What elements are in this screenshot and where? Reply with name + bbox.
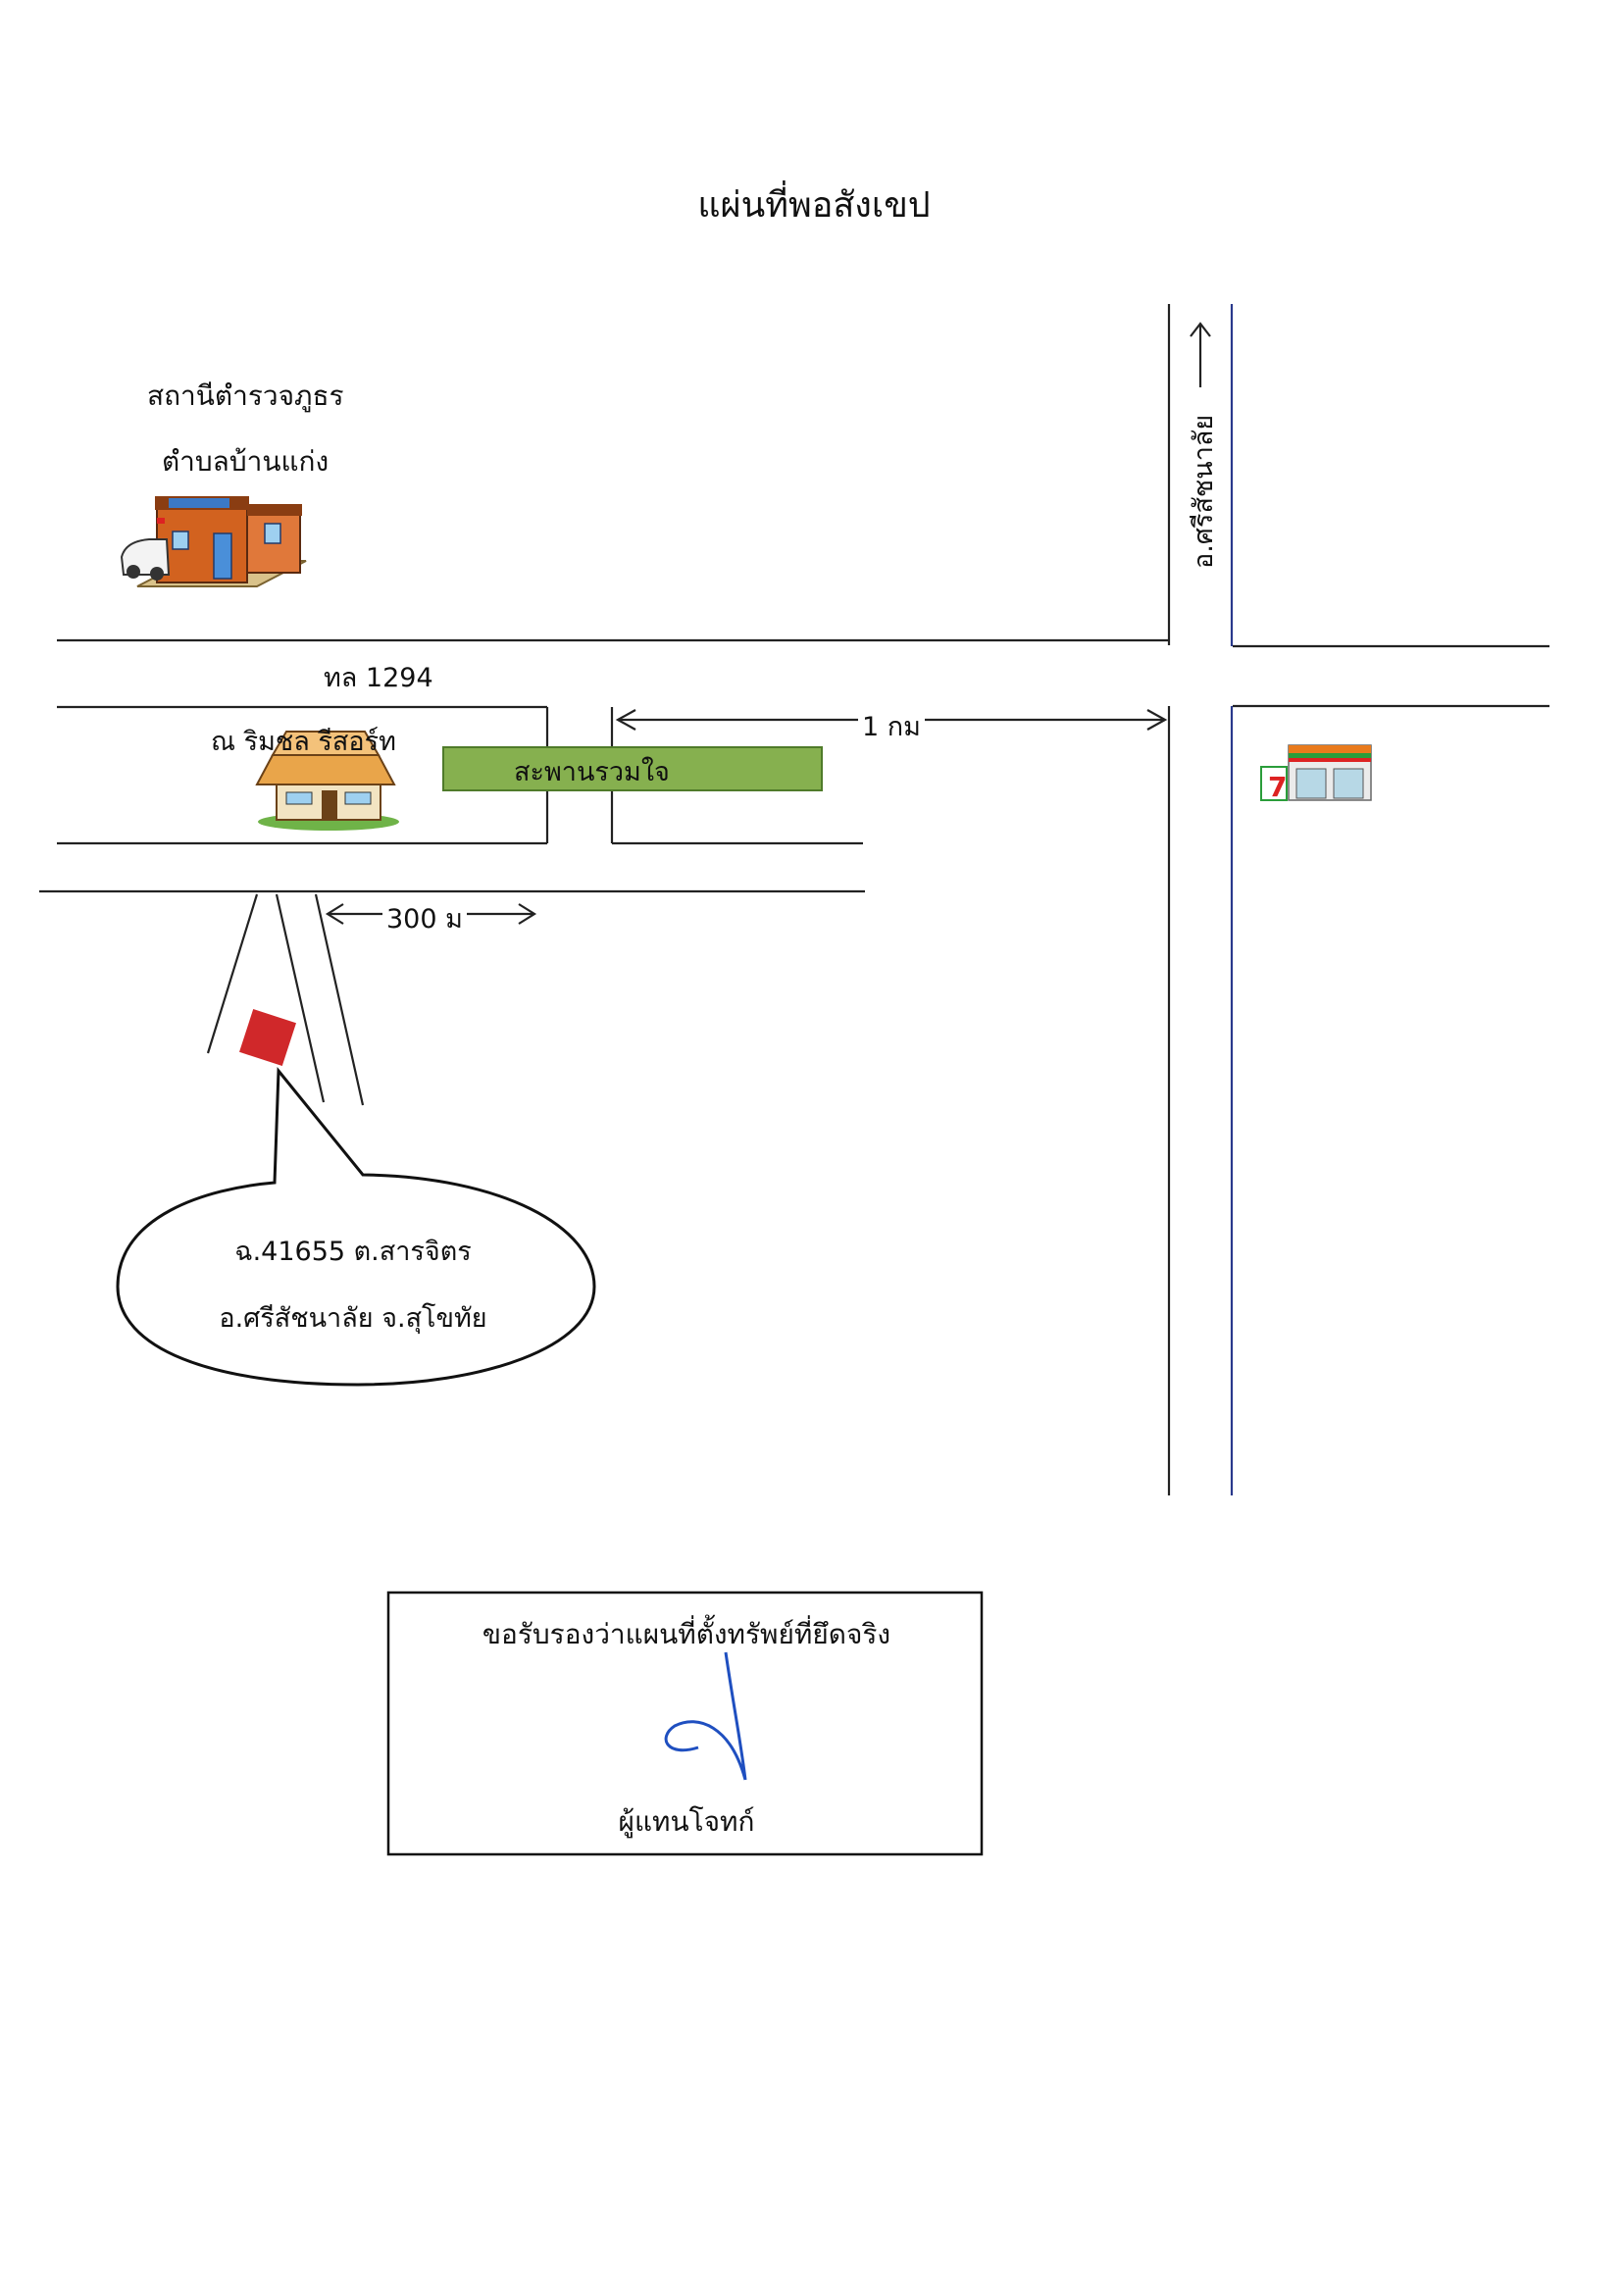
route-label: ทล 1294 bbox=[324, 663, 433, 693]
store-logo-text: 7 bbox=[1268, 771, 1287, 803]
signer-role: ผู้แทนโจทก์ bbox=[618, 1805, 755, 1838]
north-arrow-icon bbox=[1190, 322, 1211, 387]
police-station-icon bbox=[120, 496, 307, 587]
police-station-label-line2: ตำบลบ้านแก่ง bbox=[162, 445, 330, 478]
resort-label: ณ ริมชล รีสอร์ท bbox=[211, 727, 396, 757]
east-road-label: อ.ศรีสัชนาลัย bbox=[1189, 414, 1219, 569]
distance-300m-label: 300 ม bbox=[382, 897, 467, 939]
side-road bbox=[39, 889, 865, 1106]
property-marker-icon bbox=[239, 1009, 296, 1066]
distance-1km-label: 1 กม bbox=[858, 705, 925, 747]
resort-icon bbox=[255, 731, 399, 831]
signature-mark bbox=[664, 1651, 747, 1781]
property-address-line1: ฉ.41655 ต.สารจิตร bbox=[234, 1237, 472, 1267]
map-title: แผ่นที่พอสังเขป bbox=[697, 185, 931, 226]
bridge-shape bbox=[442, 746, 823, 791]
convenience-store-icon: 7 bbox=[1260, 744, 1372, 803]
property-address-line2: อ.ศรีสัชนาลัย จ.สุโขทัย bbox=[219, 1303, 487, 1334]
certification-statement: ขอรับรองว่าแผนที่ตั้งทรัพย์ที่ยึดจริง bbox=[482, 1618, 891, 1650]
police-station-label-line1: สถานีตำรวจภูธร bbox=[147, 380, 344, 412]
bridge-label: สะพานรวมใจ bbox=[514, 757, 670, 787]
address-callout bbox=[116, 1066, 596, 1387]
north-south-road bbox=[1167, 304, 1234, 1495]
